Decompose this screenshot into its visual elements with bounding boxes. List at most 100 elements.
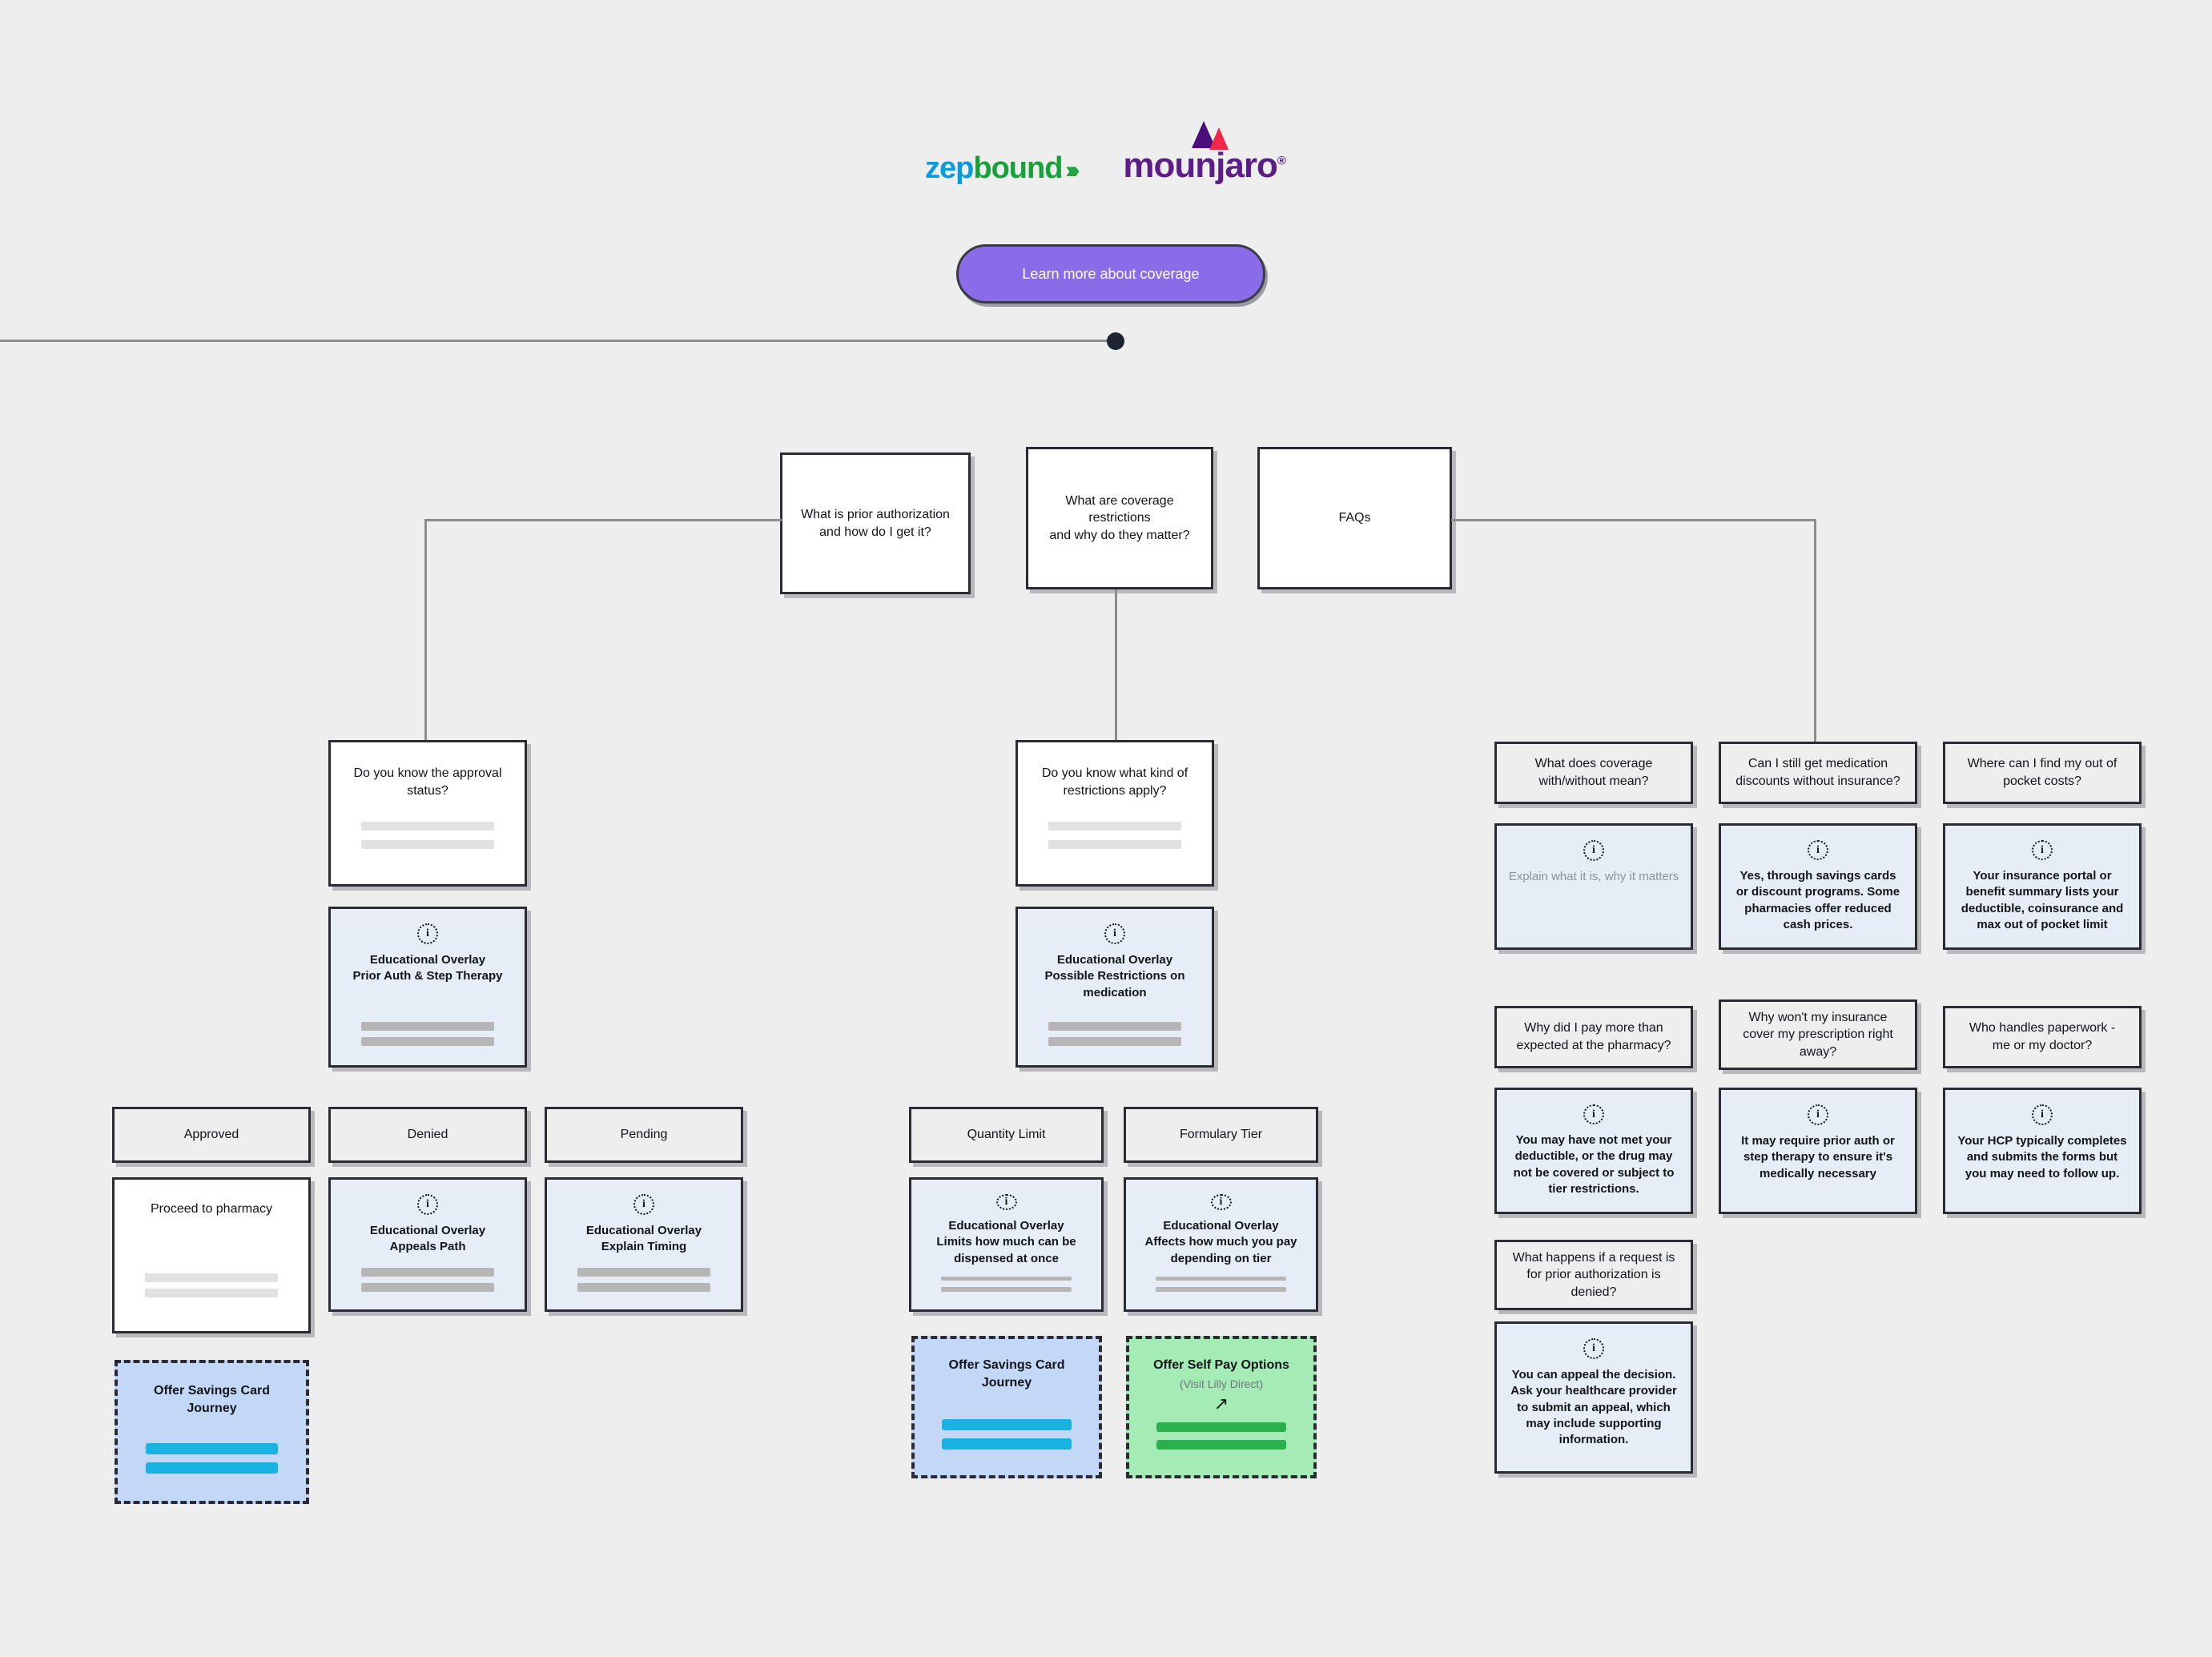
connector-prior-auth-vertical bbox=[424, 519, 427, 740]
faq-answer-prior-auth-denied[interactable]: i You can appeal the decision. Ask your … bbox=[1494, 1321, 1693, 1474]
faq-question-prior-auth-denied[interactable]: What happens if a request is for prior a… bbox=[1494, 1240, 1693, 1310]
mounjaro-registered-mark: ® bbox=[1277, 154, 1286, 168]
skeleton-line bbox=[1048, 1037, 1182, 1046]
skeleton-line bbox=[360, 1283, 495, 1292]
node-outcome-approved-label: Approved bbox=[183, 1128, 239, 1142]
node-outcome-approved[interactable]: Approved bbox=[112, 1107, 311, 1163]
faq-answer-coverage-meaning[interactable]: i Explain what it is, why it matters bbox=[1494, 823, 1693, 950]
node-outcome-denied-label: Denied bbox=[407, 1128, 448, 1142]
faq-answer-text: You can appeal the decision. Ask your he… bbox=[1510, 1368, 1677, 1446]
faq-answer-paid-more-than-expected[interactable]: i You may have not met your deductible, … bbox=[1494, 1088, 1693, 1214]
faq-answer-who-handles-paperwork[interactable]: i Your HCP typically completes and submi… bbox=[1943, 1088, 2142, 1214]
faq-answer-text: You may have not met your deductible, or… bbox=[1513, 1133, 1675, 1196]
skeleton-line bbox=[145, 1443, 279, 1454]
faq-answer-out-of-pocket-costs[interactable]: i Your insurance portal or benefit summa… bbox=[1943, 823, 2142, 950]
faq-question-paid-more-than-expected[interactable]: Why did I pay more than expected at the … bbox=[1494, 1006, 1693, 1068]
offer-line-1: Offer Self Pay Options bbox=[1153, 1358, 1289, 1372]
overlay-line-1: Educational Overlay bbox=[585, 1224, 702, 1237]
faq-question-label: Who handles paperwork - me or my doctor? bbox=[1969, 1021, 2116, 1052]
skeleton-line bbox=[145, 1462, 279, 1474]
overlay-line-1: Educational Overlay bbox=[1056, 953, 1173, 967]
faq-question-out-of-pocket-costs[interactable]: Where can I find my out of pocket costs? bbox=[1943, 742, 2142, 804]
overlay-line-2: Limits how much can be bbox=[936, 1235, 1076, 1249]
node-faqs[interactable]: FAQs bbox=[1257, 447, 1452, 589]
learn-more-about-coverage-button[interactable]: Learn more about coverage bbox=[956, 244, 1265, 304]
overlay-line-1: Educational Overlay bbox=[1163, 1219, 1279, 1233]
faq-question-discounts-without-insurance[interactable]: Can I still get medication discounts wit… bbox=[1719, 742, 1917, 804]
faq-question-label: What does coverage with/without mean? bbox=[1534, 757, 1653, 788]
faq-question-label: Why won't my insurance cover my prescrip… bbox=[1743, 1010, 1893, 1059]
connector-faq-horizontal bbox=[1451, 519, 1816, 521]
node-outcome-denied[interactable]: Denied bbox=[328, 1107, 527, 1163]
info-icon: i bbox=[1808, 1104, 1828, 1125]
skeleton-line bbox=[360, 1268, 495, 1277]
faq-answer-text: Your insurance portal or benefit summary… bbox=[1961, 869, 2124, 931]
skeleton-line bbox=[1155, 1276, 1286, 1281]
faq-answer-text: Explain what it is, why it matters bbox=[1508, 870, 1679, 883]
mounjaro-logo-text: mounjaro bbox=[1123, 146, 1277, 185]
connector-prior-auth-horizontal bbox=[424, 519, 782, 521]
node-restrictions-question[interactable]: Do you know what kind of restrictions ap… bbox=[1016, 740, 1214, 887]
node-prior-authorization-label: What is prior authorization and how do I… bbox=[801, 507, 950, 539]
skeleton-line bbox=[360, 1022, 495, 1031]
skeleton-line bbox=[940, 1276, 1072, 1281]
faq-question-label: What happens if a request is for prior a… bbox=[1512, 1250, 1675, 1299]
skeleton-line bbox=[1048, 822, 1182, 831]
faq-question-label: Can I still get medication discounts wit… bbox=[1735, 757, 1900, 788]
overlay-line-2: Possible Restrictions on bbox=[1044, 969, 1185, 983]
node-approval-status-question[interactable]: Do you know the approval status? bbox=[328, 740, 527, 887]
skeleton-line bbox=[577, 1283, 711, 1292]
node-overlay-formulary-tier-detail[interactable]: i Educational Overlay Affects how much y… bbox=[1124, 1177, 1318, 1312]
node-offer-self-pay-options[interactable]: Offer Self Pay Options (Visit Lilly Dire… bbox=[1126, 1336, 1317, 1478]
faq-question-insurance-wont-cover[interactable]: Why won't my insurance cover my prescrip… bbox=[1719, 999, 1917, 1070]
info-icon: i bbox=[1583, 1338, 1604, 1359]
skeleton-line bbox=[360, 840, 495, 850]
overlay-line-2: Explain Timing bbox=[601, 1240, 687, 1254]
node-outcome-formulary-tier-label: Formulary Tier bbox=[1179, 1128, 1263, 1142]
node-coverage-restrictions[interactable]: What are coverage restrictions and why d… bbox=[1026, 447, 1213, 589]
overlay-line-2: Prior Auth & Step Therapy bbox=[352, 969, 503, 983]
skeleton-line bbox=[1048, 1022, 1182, 1031]
faq-answer-insurance-wont-cover[interactable]: i It may require prior auth or step ther… bbox=[1719, 1088, 1917, 1214]
brand-logos: zepbound››› mounjaro® bbox=[925, 121, 1286, 185]
info-icon: i bbox=[2032, 1104, 2053, 1125]
offer-line-1: Offer Savings Card bbox=[154, 1384, 270, 1398]
node-overlay-prior-auth-step-therapy[interactable]: i Educational Overlay Prior Auth & Step … bbox=[328, 907, 527, 1068]
overlay-line-3: depending on tier bbox=[1170, 1251, 1272, 1265]
info-icon: i bbox=[995, 1194, 1017, 1210]
zepbound-logo-prefix: zep bbox=[925, 151, 974, 185]
node-offer-savings-card-left[interactable]: Offer Savings Card Journey bbox=[115, 1360, 309, 1504]
info-icon: i bbox=[1210, 1194, 1232, 1210]
node-overlay-explain-timing[interactable]: i Educational Overlay Explain Timing bbox=[545, 1177, 743, 1312]
info-icon: i bbox=[1583, 840, 1604, 861]
skeleton-line bbox=[360, 822, 495, 831]
node-proceed-to-pharmacy[interactable]: Proceed to pharmacy bbox=[112, 1177, 311, 1333]
node-proceed-to-pharmacy-label: Proceed to pharmacy bbox=[150, 1202, 273, 1216]
info-icon: i bbox=[417, 923, 438, 944]
faq-answer-discounts-without-insurance[interactable]: i Yes, through savings cards or discount… bbox=[1719, 823, 1917, 950]
skeleton-line bbox=[942, 1419, 1072, 1430]
info-icon: i bbox=[417, 1194, 438, 1215]
offer-line-2: Journey bbox=[981, 1375, 1032, 1390]
info-icon: i bbox=[2032, 840, 2053, 860]
node-overlay-appeals-path[interactable]: i Educational Overlay Appeals Path bbox=[328, 1177, 527, 1312]
faq-question-who-handles-paperwork[interactable]: Who handles paperwork - me or my doctor? bbox=[1943, 1006, 2142, 1068]
offer-line-1: Offer Savings Card bbox=[948, 1358, 1065, 1372]
node-outcome-quantity-limit[interactable]: Quantity Limit bbox=[909, 1107, 1104, 1163]
mounjaro-logo: mounjaro® bbox=[1123, 121, 1286, 185]
node-outcome-formulary-tier[interactable]: Formulary Tier bbox=[1124, 1107, 1318, 1163]
external-link-icon[interactable]: ↗ bbox=[1213, 1393, 1229, 1414]
node-overlay-quantity-limit-detail[interactable]: i Educational Overlay Limits how much ca… bbox=[909, 1177, 1104, 1312]
node-prior-authorization[interactable]: What is prior authorization and how do I… bbox=[780, 452, 971, 594]
faq-answer-text: Yes, through savings cards or discount p… bbox=[1735, 869, 1900, 931]
node-overlay-possible-restrictions[interactable]: i Educational Overlay Possible Restricti… bbox=[1016, 907, 1214, 1068]
overlay-line-3: medication bbox=[1083, 985, 1147, 999]
node-outcome-pending[interactable]: Pending bbox=[545, 1107, 743, 1163]
overlay-line-2: Affects how much you pay bbox=[1144, 1235, 1297, 1249]
faq-question-coverage-meaning[interactable]: What does coverage with/without mean? bbox=[1494, 742, 1693, 804]
skeleton-line bbox=[940, 1287, 1072, 1292]
zepbound-logo: zepbound››› bbox=[925, 151, 1080, 185]
node-faqs-label: FAQs bbox=[1338, 511, 1371, 525]
node-offer-savings-card-middle[interactable]: Offer Savings Card Journey bbox=[911, 1336, 1102, 1478]
overlay-line-2: Appeals Path bbox=[389, 1240, 466, 1254]
